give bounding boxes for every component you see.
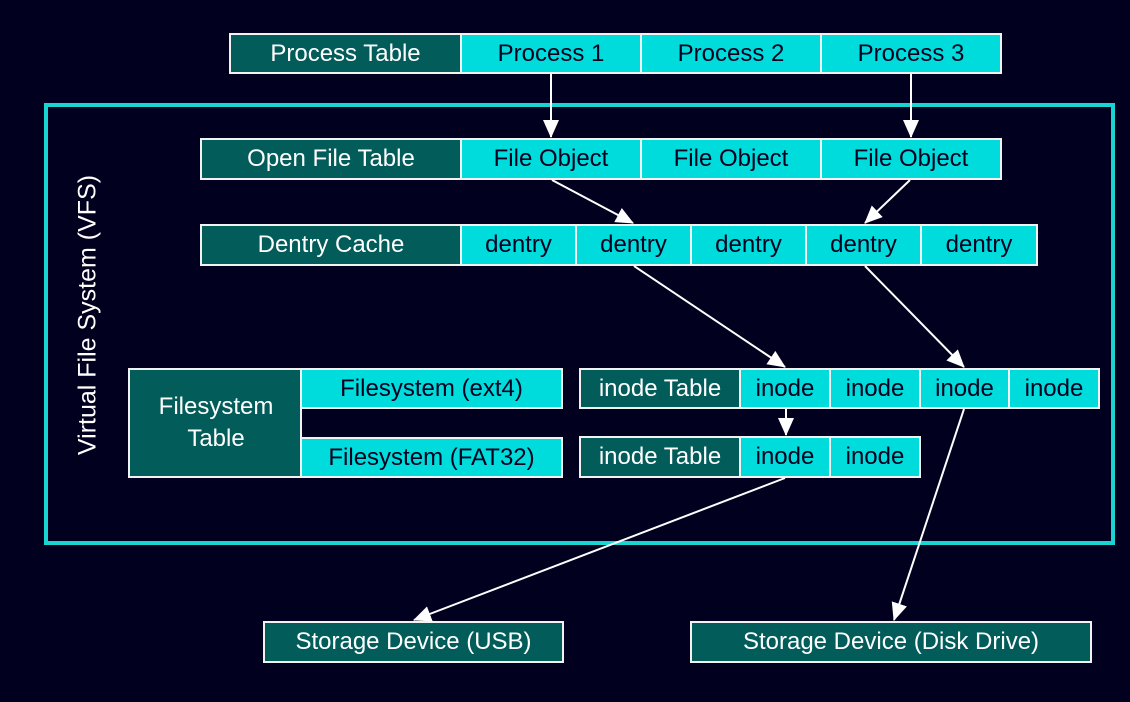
file-object-entry[interactable]: File Object [462, 138, 642, 180]
filesystem-table-divider [300, 368, 302, 478]
inode-table-ext4: inode Table inode inode inode inode [579, 368, 1100, 409]
process-table-header: Process Table [229, 33, 462, 74]
storage-device-usb[interactable]: Storage Device (USB) [263, 621, 564, 663]
process-table: Process Table Process 1 Process 2 Proces… [229, 33, 1002, 74]
inode-table-header: inode Table [579, 368, 741, 409]
inode-table-fat32: inode Table inode inode [579, 436, 921, 478]
inode-entry[interactable]: inode [741, 368, 831, 409]
dentry-entry[interactable]: dentry [807, 224, 922, 266]
inode-table-header: inode Table [579, 436, 741, 478]
vfs-label: Virtual File System (VFS) [73, 174, 102, 456]
dentry-entry[interactable]: dentry [692, 224, 807, 266]
process-entry[interactable]: Process 3 [822, 33, 1002, 74]
filesystem-table-header: Filesystem Table [128, 368, 302, 478]
inode-entry[interactable]: inode [831, 368, 921, 409]
open-file-table: Open File Table File Object File Object … [200, 138, 1002, 180]
open-file-table-header: Open File Table [200, 138, 462, 180]
file-object-entry[interactable]: File Object [642, 138, 822, 180]
inode-entry[interactable]: inode [921, 368, 1010, 409]
file-object-entry[interactable]: File Object [822, 138, 1002, 180]
process-entry[interactable]: Process 1 [462, 33, 642, 74]
inode-entry[interactable]: inode [1010, 368, 1100, 409]
storage-device-disk-drive[interactable]: Storage Device (Disk Drive) [690, 621, 1092, 663]
filesystem-table-header-line1: Filesystem [158, 393, 274, 420]
dentry-entry[interactable]: dentry [577, 224, 692, 266]
inode-entry[interactable]: inode [831, 436, 921, 478]
dentry-entry[interactable]: dentry [922, 224, 1038, 266]
process-entry[interactable]: Process 2 [642, 33, 822, 74]
filesystem-entry-fat32[interactable]: Filesystem (FAT32) [300, 437, 563, 478]
dentry-cache: Dentry Cache dentry dentry dentry dentry… [200, 224, 1038, 266]
inode-entry[interactable]: inode [741, 436, 831, 478]
dentry-cache-header: Dentry Cache [200, 224, 462, 266]
dentry-entry[interactable]: dentry [462, 224, 577, 266]
filesystem-entry-ext4[interactable]: Filesystem (ext4) [300, 368, 563, 409]
filesystem-table-header-line2: Table [187, 425, 245, 452]
